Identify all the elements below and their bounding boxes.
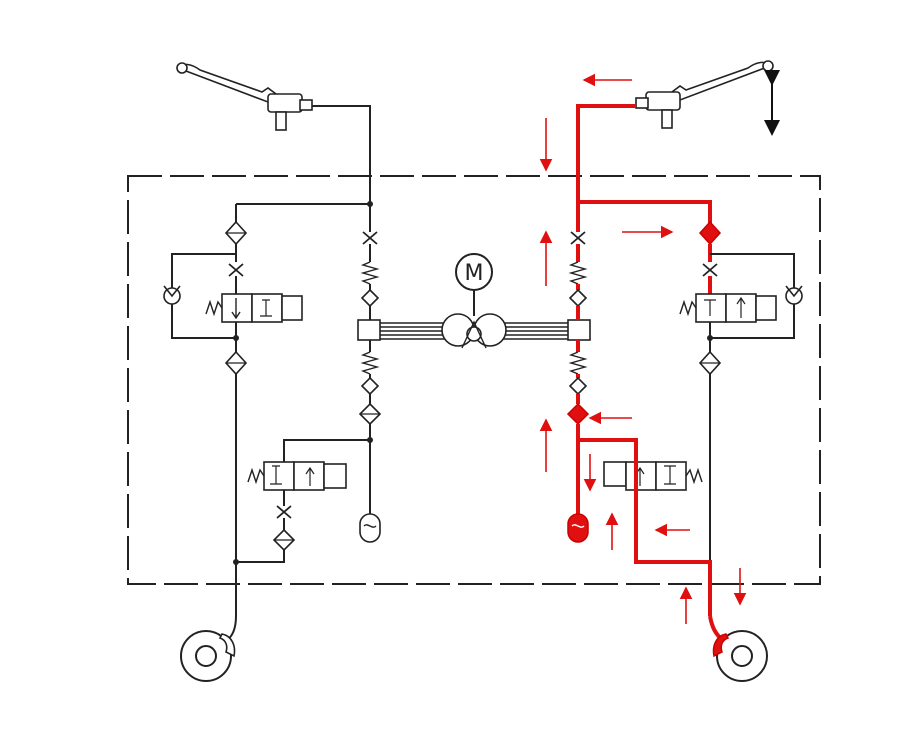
right-pump-check-icon xyxy=(566,402,590,426)
pump-icon xyxy=(357,313,591,349)
left-accumulator-icon xyxy=(359,513,381,543)
motor-icon: M xyxy=(455,253,493,291)
right-check-valve-icon xyxy=(698,220,722,246)
valve-block-housing xyxy=(127,175,821,585)
left-bypass-check-icon xyxy=(163,285,181,305)
left-orifice-icon xyxy=(228,263,244,277)
right-brake-lever-icon xyxy=(635,60,774,129)
right-accumulator-icon xyxy=(567,513,589,543)
left-brake-disc-icon xyxy=(180,630,236,682)
left-check-valve-icon xyxy=(224,220,248,246)
left-lower-solenoid-valve-icon xyxy=(247,461,347,491)
flow-arrows xyxy=(539,73,747,624)
right-lower-solenoid-valve-icon xyxy=(603,461,703,491)
left-solenoid-valve-icon xyxy=(205,293,303,323)
left-inlet-spring-icon xyxy=(360,261,380,285)
right-bypass-check-icon xyxy=(785,285,803,305)
left-brake-lever-icon xyxy=(176,62,313,131)
right-brake-disc-icon xyxy=(712,630,768,682)
right-solenoid-valve-icon xyxy=(679,293,777,323)
motor-label: M xyxy=(465,261,484,286)
